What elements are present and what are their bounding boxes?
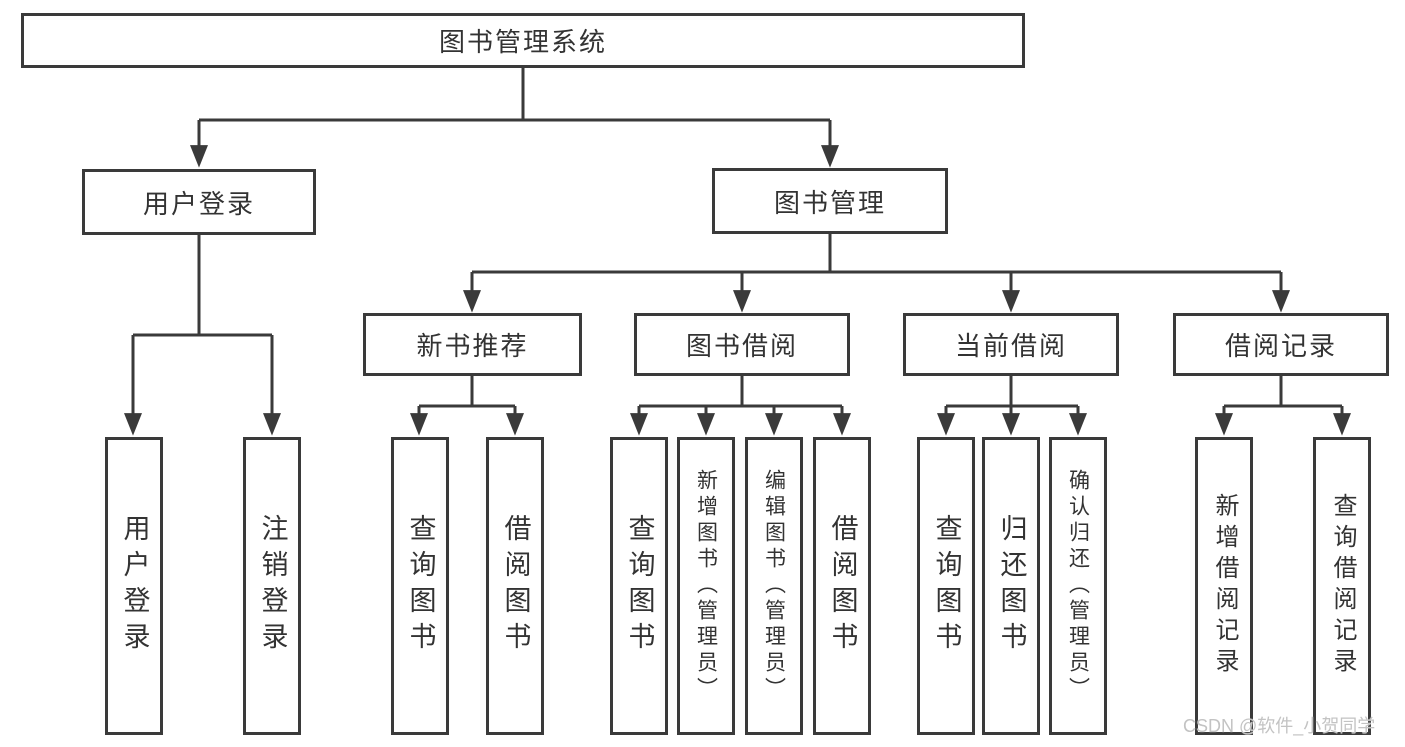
leaf-label: 注销登录 — [257, 514, 288, 658]
leaf-label: 新增借阅记录 — [1211, 493, 1238, 679]
leaf-label: 查询图书 — [405, 514, 436, 658]
node-book-borrow: 图书借阅 — [634, 313, 850, 376]
node-label: 图书借阅 — [685, 331, 798, 361]
csdn-watermark: CSDN @软件_小贺同学 — [1183, 716, 1376, 736]
leaf-br-query-record: 查询借阅记录 — [1313, 437, 1371, 735]
leaf-nb-query-books: 查询图书 — [391, 437, 449, 735]
leaf-label: 确认归还（管理员） — [1066, 469, 1090, 703]
leaf-bb-borrow-books: 借阅图书 — [813, 437, 871, 735]
node-label: 用户登录 — [142, 188, 255, 219]
leaf-logout: 注销登录 — [243, 437, 301, 735]
leaf-label: 查询借阅记录 — [1329, 493, 1356, 679]
leaf-cb-confirm-return-admin: 确认归还（管理员） — [1049, 437, 1107, 735]
node-label: 当前借阅 — [954, 331, 1067, 361]
node-label: 图书管理 — [773, 187, 886, 218]
node-label: 借阅记录 — [1224, 331, 1337, 361]
node-label: 新书推荐 — [416, 331, 529, 361]
leaf-bb-query-books: 查询图书 — [610, 437, 668, 735]
leaf-cb-query-books: 查询图书 — [917, 437, 975, 735]
leaf-label: 用户登录 — [119, 514, 150, 658]
node-new-book-recommend: 新书推荐 — [363, 313, 582, 376]
leaf-label: 归还图书 — [996, 514, 1027, 658]
leaf-label: 借阅图书 — [500, 514, 531, 658]
leaf-label: 查询图书 — [931, 514, 962, 658]
leaf-label: 借阅图书 — [827, 514, 858, 658]
leaf-user-login: 用户登录 — [105, 437, 163, 735]
node-current-borrow: 当前借阅 — [903, 313, 1119, 376]
node-book-management: 图书管理 — [712, 168, 948, 234]
leaf-bb-edit-books-admin: 编辑图书（管理员） — [745, 437, 803, 735]
leaf-bb-add-books-admin: 新增图书（管理员） — [677, 437, 735, 735]
leaf-label: 编辑图书（管理员） — [762, 469, 786, 703]
node-user-login: 用户登录 — [82, 169, 316, 235]
leaf-label: 新增图书（管理员） — [694, 469, 718, 703]
node-borrow-records: 借阅记录 — [1173, 313, 1389, 376]
leaf-cb-return-books: 归还图书 — [982, 437, 1040, 735]
leaf-label: 查询图书 — [624, 514, 655, 658]
leaf-br-add-record: 新增借阅记录 — [1195, 437, 1253, 735]
node-library-management-system: 图书管理系统 — [21, 13, 1025, 68]
leaf-nb-borrow-books: 借阅图书 — [486, 437, 544, 735]
node-label: 图书管理系统 — [438, 27, 607, 57]
